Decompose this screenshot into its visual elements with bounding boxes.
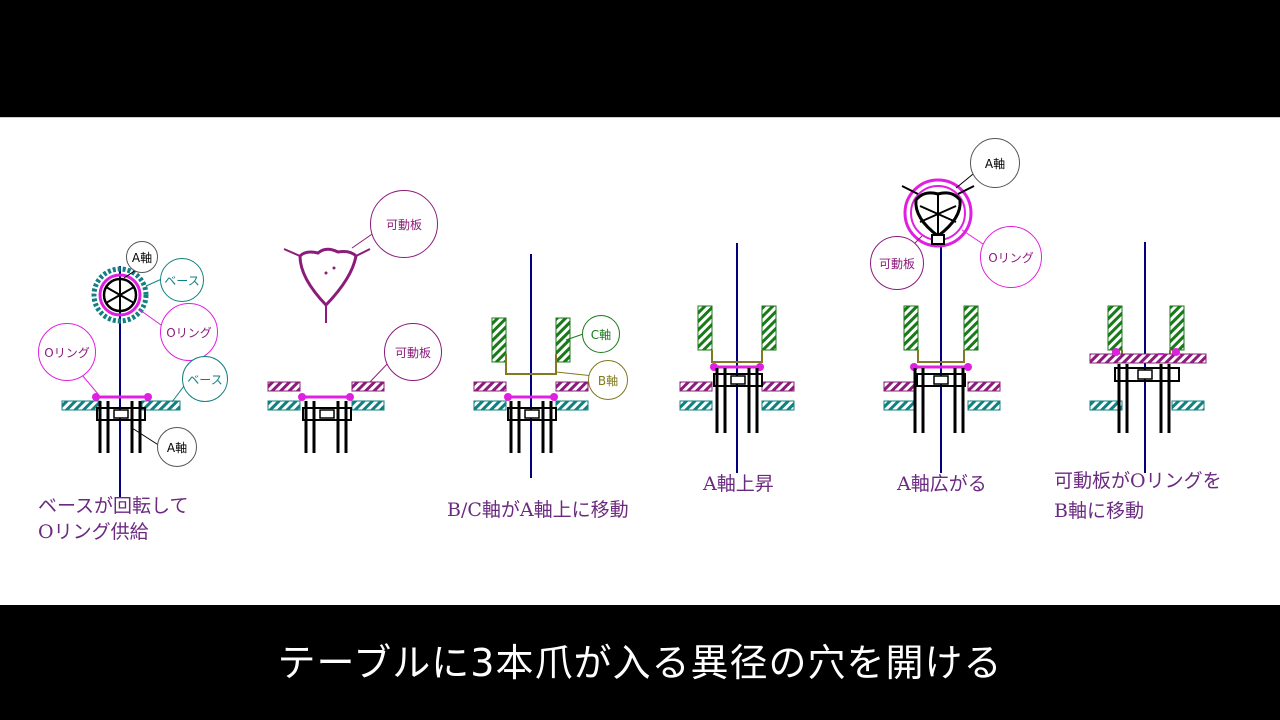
callout-a-axis: A軸 — [126, 241, 158, 273]
step3-assembly — [473, 254, 589, 478]
mechanism-diagram — [61, 169, 1207, 498]
callout-base: ベース — [160, 258, 204, 302]
caption-line: B軸に移動 — [1054, 500, 1144, 522]
caption-line: 可動板がOリングを — [1054, 470, 1222, 492]
callout-a-axis: A軸 — [970, 138, 1020, 188]
callout-movable-plate: 可動板 — [384, 323, 442, 381]
video-subtitle: テーブルに3本爪が入る異径の穴を開ける — [277, 641, 1003, 685]
caption-line: A軸広がる — [897, 473, 987, 495]
caption-line: ベースが回転して — [38, 495, 189, 517]
callout-b-axis: B軸 — [588, 360, 628, 400]
callout-oring: Oリング — [160, 303, 218, 361]
caption-line: B/C軸がA軸上に移動 — [447, 499, 629, 521]
callout-base: ベース — [182, 356, 228, 402]
step1-assembly — [61, 266, 181, 498]
step2-assembly — [267, 247, 385, 453]
step6-caption: 可動板がOリングを B軸に移動 — [1054, 468, 1222, 524]
callout-oring: Oリング — [38, 323, 96, 381]
step5-assembly — [883, 178, 1001, 473]
callout-oring: Oリング — [980, 226, 1042, 288]
step3-caption: B/C軸がA軸上に移動 — [447, 497, 629, 523]
caption-line: A軸上昇 — [703, 473, 774, 495]
step4-assembly — [679, 243, 795, 473]
callout-movable-plate: 可動板 — [370, 190, 438, 258]
callout-leaders — [71, 169, 987, 447]
callout-c-axis: C軸 — [582, 315, 620, 353]
step6-assembly — [1089, 242, 1207, 473]
step4-caption: A軸上昇 — [703, 471, 774, 497]
callout-movable-plate: 可動板 — [870, 236, 924, 290]
caption-line: Oリング供給 — [38, 521, 149, 543]
diagram-panel: A軸 ベース Oリング Oリング ベース A軸 可動板 可動板 C軸 B軸 A軸… — [0, 117, 1280, 605]
step5-caption: A軸広がる — [897, 471, 987, 497]
step1-caption: ベースが回転して Oリング供給 — [38, 493, 188, 545]
callout-a-axis: A軸 — [157, 427, 197, 467]
